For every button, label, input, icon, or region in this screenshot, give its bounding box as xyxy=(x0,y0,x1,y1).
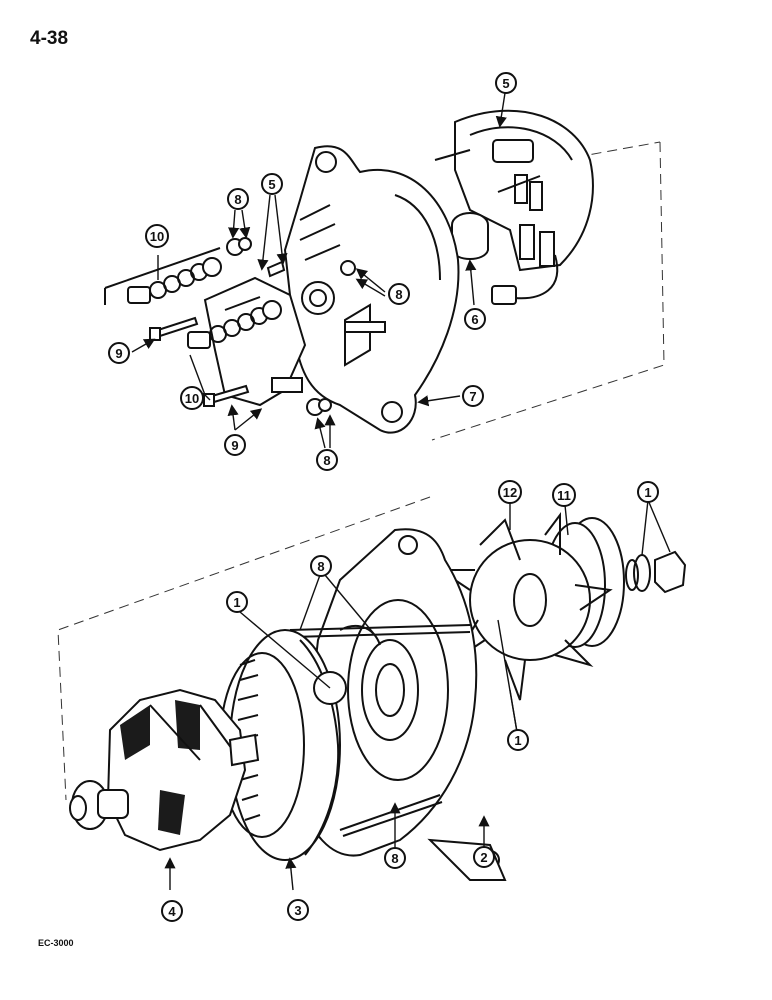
rectifier-plate xyxy=(434,109,594,305)
callout-11: 11 xyxy=(552,483,576,507)
callout-5-top: 5 xyxy=(495,72,517,94)
callout-6: 6 xyxy=(464,308,486,330)
rear-housing xyxy=(283,145,460,434)
callout-12: 12 xyxy=(498,480,522,504)
svg-text:11: 11 xyxy=(557,488,571,503)
svg-text:2: 2 xyxy=(480,850,487,865)
svg-text:8: 8 xyxy=(391,851,398,866)
callout-8-upper-left: 8 xyxy=(227,188,249,210)
page-number: 4-38 xyxy=(30,28,69,49)
callout-9-left: 9 xyxy=(108,342,130,364)
svg-text:1: 1 xyxy=(233,595,240,610)
brush-spring-set-upper xyxy=(104,247,222,305)
rotor xyxy=(69,688,260,852)
svg-text:8: 8 xyxy=(317,559,324,574)
svg-text:12: 12 xyxy=(503,485,517,500)
callout-8-lower-bottom: 8 xyxy=(384,847,406,869)
svg-text:8: 8 xyxy=(395,287,402,302)
svg-text:5: 5 xyxy=(502,76,509,91)
callout-1-right: 1 xyxy=(637,481,659,503)
callout-10-lower: 10 xyxy=(180,386,204,410)
nuts-upper xyxy=(226,237,356,416)
callout-10-upper: 10 xyxy=(145,224,169,248)
svg-text:6: 6 xyxy=(471,312,478,327)
brush-spring-set-lower xyxy=(187,300,282,349)
leader-lines xyxy=(131,92,671,891)
callout-2: 2 xyxy=(473,846,495,868)
callout-9-bottom: 9 xyxy=(224,434,246,456)
bearing-cap xyxy=(451,212,489,260)
callout-8-upper-right: 8 xyxy=(388,283,410,305)
svg-text:1: 1 xyxy=(644,485,651,500)
svg-text:8: 8 xyxy=(323,453,330,468)
upper-dashed-outline xyxy=(431,141,665,441)
callout-4: 4 xyxy=(161,900,183,922)
callout-8-lower-top: 8 xyxy=(310,555,332,577)
figure-code: EC-3000 xyxy=(38,938,74,948)
callout-7: 7 xyxy=(462,385,484,407)
svg-text:4: 4 xyxy=(168,904,176,919)
callout-3: 3 xyxy=(287,899,309,921)
svg-text:10: 10 xyxy=(185,391,199,406)
screws xyxy=(149,260,286,407)
callout-1-lower-right: 1 xyxy=(507,729,529,751)
svg-text:1: 1 xyxy=(514,733,521,748)
shaft-nut-washer xyxy=(625,550,687,594)
svg-text:3: 3 xyxy=(294,903,301,918)
svg-text:7: 7 xyxy=(469,389,476,404)
svg-text:9: 9 xyxy=(231,438,238,453)
callout-5-left: 5 xyxy=(261,173,283,195)
svg-text:8: 8 xyxy=(234,192,241,207)
callout-8-upper-bottom: 8 xyxy=(316,449,338,471)
callout-1-left: 1 xyxy=(226,591,248,613)
svg-text:9: 9 xyxy=(115,346,122,361)
svg-text:5: 5 xyxy=(268,177,275,192)
lower-dashed-outline xyxy=(57,496,431,801)
svg-text:10: 10 xyxy=(150,229,164,244)
